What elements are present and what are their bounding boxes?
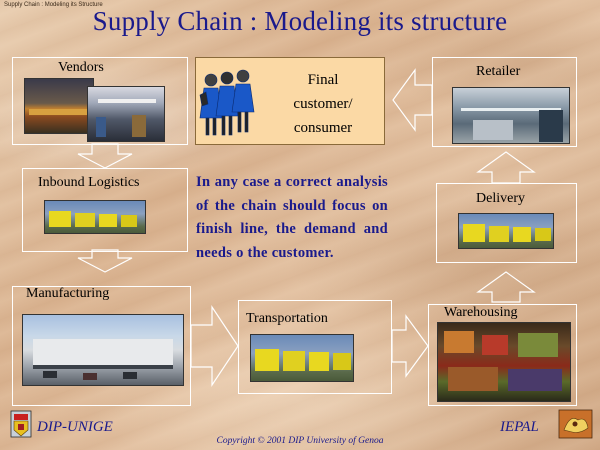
arrow-retailer-to-customer: [392, 68, 433, 132]
inbound-logistics-photo: [44, 200, 146, 234]
copyright-notice: Copyright © 2001 DIP University of Genoa: [216, 436, 384, 446]
arrow-transportation-to-warehousing: [391, 314, 429, 378]
warehousing-label: Warehousing: [444, 305, 518, 320]
delivery-label: Delivery: [476, 191, 525, 206]
final-customer-line-2: customer/: [293, 96, 353, 112]
final-customer-line-1: Final: [307, 72, 339, 88]
delivery-box: [436, 183, 577, 263]
transportation-photo: [250, 334, 354, 382]
vendors-box: [12, 57, 188, 145]
vendors-photo-1: [24, 78, 94, 134]
retailer-box: [432, 57, 577, 147]
page-title: Supply Chain : Modeling its structure: [92, 6, 508, 36]
inbound-logistics-box: [22, 168, 188, 252]
inbound-logistics-label: Inbound Logistics: [38, 175, 140, 190]
warehousing-photo: [437, 322, 571, 402]
footer-iepal: IEPAL: [500, 419, 539, 435]
transportation-label: Transportation: [246, 311, 328, 326]
analysis-note: In any case a correct analysis of the ch…: [196, 174, 388, 261]
warehousing-box: [428, 304, 577, 406]
footer-dip-unige: DIP-UNIGE: [37, 419, 113, 435]
final-customer-line-3: consumer: [293, 120, 353, 136]
arrow-delivery-to-retailer: [476, 151, 536, 184]
transportation-box: [238, 300, 392, 394]
manufacturing-label: Manufacturing: [26, 286, 110, 301]
slide-caption: Supply Chain : Modeling its Structure: [4, 2, 103, 8]
arrow-vendors-to-inbound: [77, 143, 133, 169]
arrow-manufacturing-to-transportation: [190, 305, 239, 387]
retailer-photo: [452, 87, 570, 144]
vendors-photo-2: [87, 86, 165, 142]
final-customer-label: Final customer/ consumer: [270, 68, 376, 140]
delivery-photo: [458, 213, 554, 249]
manufacturing-photo: [22, 314, 184, 386]
retailer-label: Retailer: [476, 64, 521, 79]
manufacturing-box: [12, 286, 191, 406]
vendors-label: Vendors: [58, 60, 104, 75]
arrow-warehousing-to-delivery: [476, 271, 536, 303]
